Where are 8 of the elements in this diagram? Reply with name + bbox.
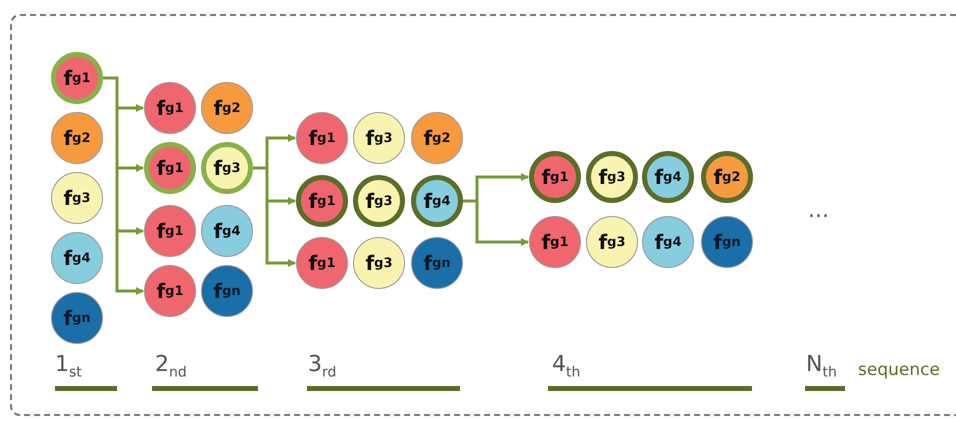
arrow [463,200,529,246]
sequence-label: 1$_{st}$ [55,352,82,380]
ellipsis-text: ... [808,198,829,223]
sequence-label: 4$_{th}$ [552,352,580,380]
sequence-label: sequence [858,360,940,380]
sequence-label: 3$_{rd}$ [308,352,336,380]
sequence-label: 2$_{nd}$ [155,352,187,380]
sequence-label: N$_{th}$ [806,352,837,380]
